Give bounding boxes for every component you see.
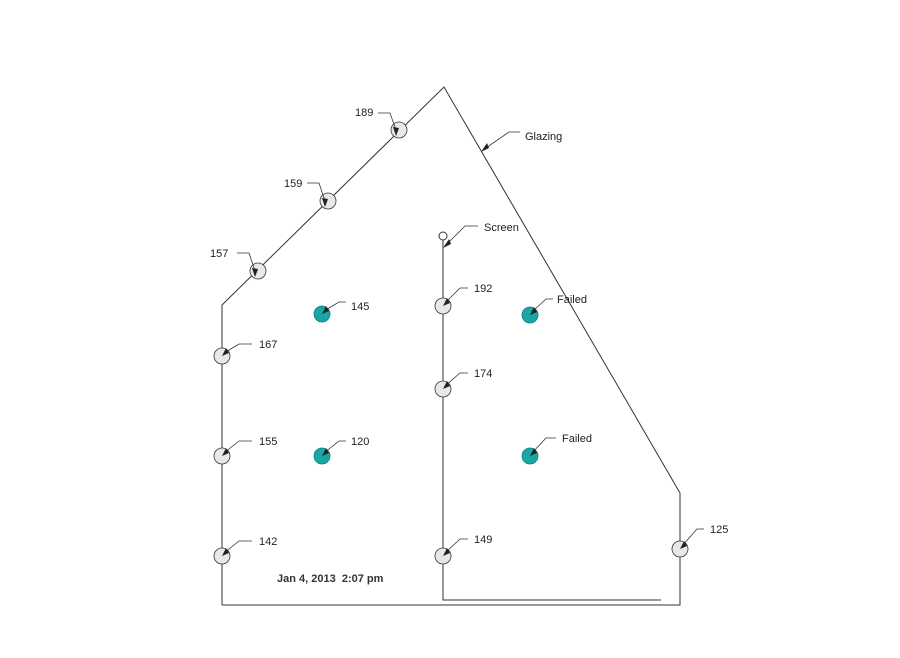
sensor-value: 189 [355, 107, 373, 119]
sensor-value: 142 [259, 536, 277, 548]
sensor-value: 120 [351, 436, 369, 448]
sensor-value: 157 [210, 248, 228, 260]
screen-line [442, 240, 661, 601]
glazing-outline [221, 86, 681, 606]
sensor-point[interactable]: 189 [355, 107, 408, 139]
sensor-point[interactable]: 142 [213, 536, 277, 565]
sensor-point[interactable]: 157 [210, 248, 267, 280]
sensor-value: 155 [259, 436, 277, 448]
sensor-value: 192 [474, 283, 492, 295]
sensor-point[interactable]: 174 [434, 368, 492, 398]
sensor-value: 174 [474, 368, 492, 380]
glazing-label: Glazing [525, 131, 562, 143]
measured-point[interactable]: Failed [521, 294, 587, 324]
sensor-value: 149 [474, 534, 492, 546]
glazing-callout: Glazing [481, 131, 562, 152]
sensor-point[interactable]: 155 [213, 436, 277, 465]
screen-callout: Screen [443, 222, 519, 248]
sensor-value: 125 [710, 524, 728, 536]
screen-end-marker [438, 231, 448, 241]
measured-point[interactable]: Failed [521, 433, 592, 465]
sensor-value: Failed [562, 433, 592, 445]
sensor-point[interactable]: 159 [284, 178, 337, 210]
timestamp: Jan 4, 2013 2:07 pm [277, 573, 384, 585]
sensor-point[interactable]: 125 [671, 524, 728, 558]
sensor-value: Failed [557, 294, 587, 306]
sensor-point[interactable]: 167 [213, 339, 277, 365]
sensor-value: 145 [351, 301, 369, 313]
sensor-value: 159 [284, 178, 302, 190]
sensor-point[interactable]: 149 [434, 534, 492, 565]
measured-point[interactable]: 145 [313, 301, 369, 323]
sensor-value: 167 [259, 339, 277, 351]
sensor-point[interactable]: 192 [434, 283, 492, 315]
screen-label: Screen [484, 222, 519, 234]
measured-point[interactable]: 120 [313, 436, 369, 465]
